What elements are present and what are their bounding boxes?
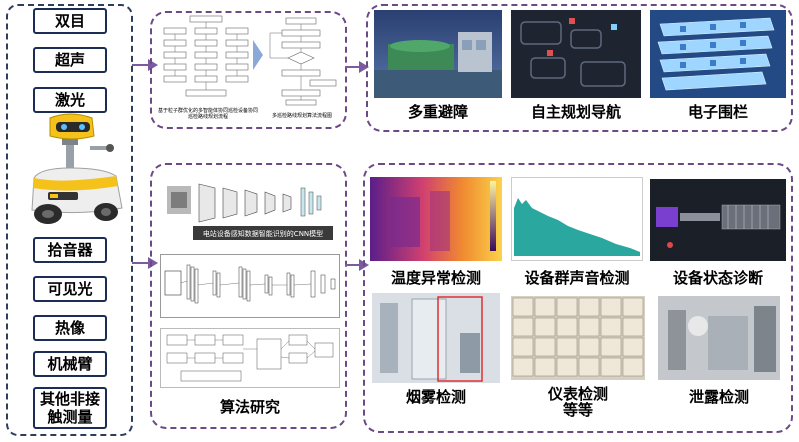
sensor-ultrasonic: 超声 <box>33 47 107 73</box>
sensor-robot-arm: 机械臂 <box>33 351 107 377</box>
caption-pso-flow: 基于粒子群优化的多智能体协同巡检设备协同巡检路线规划流程 <box>157 108 258 120</box>
detection-panel <box>363 163 793 433</box>
flowchart-image-route <box>262 16 342 106</box>
sensor-visible-light: 可见光 <box>33 276 107 302</box>
sensor-other-noncontact: 其他非接触测量 <box>33 387 107 429</box>
flowchart-image-pso <box>156 14 256 108</box>
label-temperature-anomaly: 温度异常检测 <box>390 269 481 287</box>
image-electronic-fence <box>650 10 786 98</box>
sensor-binocular: 双目 <box>33 8 107 34</box>
sensor-panel <box>6 4 133 436</box>
robot-image <box>20 112 130 232</box>
planning-panel <box>150 11 347 129</box>
label-status-diagnosis: 设备状态诊断 <box>672 269 763 287</box>
algorithm-diagram-image <box>160 328 340 388</box>
sensor-sound-pickup: 拾音器 <box>33 237 107 263</box>
image-thermal <box>370 177 502 261</box>
image-autonomous-navigation <box>511 10 641 98</box>
label-obstacle-avoidance: 多重避障 <box>407 103 468 121</box>
arrow-right-icon <box>345 60 369 74</box>
caption-cnn-model: 电站设备感知数据智能识别的CNN模型 <box>202 230 324 238</box>
algorithm-panel <box>150 163 347 429</box>
image-obstacle-avoidance <box>374 10 502 98</box>
sensor-laser: 激光 <box>33 87 107 113</box>
image-meter-grid <box>511 296 645 380</box>
label-autonomous-navigation: 自主规划导航 <box>530 103 621 121</box>
navigation-panel <box>366 4 793 132</box>
sensor-thermal: 热像 <box>33 315 107 341</box>
label-electronic-fence: 电子围栏 <box>687 103 748 121</box>
image-sound-spectrum <box>511 177 643 261</box>
label-meter-detection: 仪表检测 等等 <box>547 385 608 419</box>
image-equipment-status <box>650 179 786 261</box>
cnn-model-image: 电站设备感知数据智能识别的CNN模型 <box>163 174 335 244</box>
flowchart-arrow <box>253 40 263 70</box>
caption-route-flow: 多巡检路线规划算法流程图 <box>271 113 332 119</box>
image-leak <box>658 296 780 380</box>
label-smoke-detection: 烟雾检测 <box>405 388 466 406</box>
image-smoke <box>372 293 500 383</box>
cnn-architecture-image <box>160 254 340 318</box>
label-sound-detection: 设备群声音检测 <box>524 269 630 287</box>
sensor-other-label: 其他非接触测量 <box>39 390 100 426</box>
label-algorithm-research: 算法研究 <box>219 398 280 416</box>
label-leak-detection: 泄露检测 <box>688 388 749 406</box>
